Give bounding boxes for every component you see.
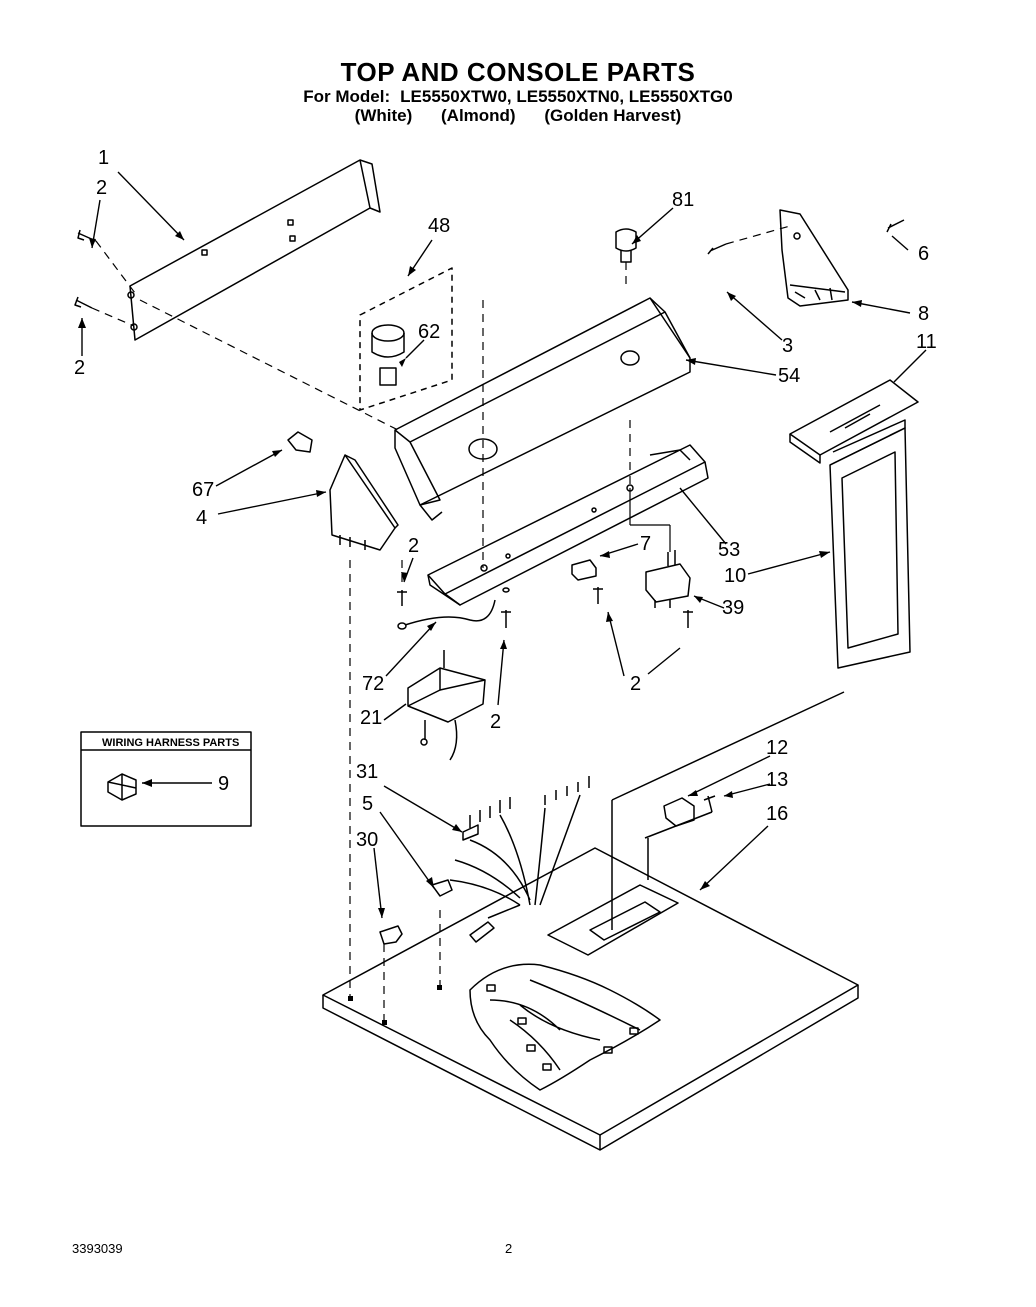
- screw-icon: [397, 587, 716, 813]
- callout-label: 21: [360, 707, 382, 729]
- callout-label: 2: [408, 535, 419, 557]
- knob-assembly-part: [359, 267, 453, 411]
- callout-label: 13: [766, 769, 788, 791]
- callout-label: 7: [640, 533, 651, 555]
- callout-label: 2: [96, 177, 107, 199]
- panel-holes: [348, 985, 442, 1025]
- screw-icon: [707, 219, 905, 255]
- callout-label: 3: [782, 335, 793, 357]
- model-label: For Model:: [303, 87, 391, 106]
- callout-label: 2: [490, 711, 501, 733]
- clip-part: [287, 431, 313, 453]
- console-end-frame-part: [829, 419, 911, 669]
- callout-label: 4: [196, 507, 207, 529]
- callout-label: 31: [356, 761, 378, 783]
- console-panel-part: [394, 297, 691, 521]
- callout-label: 53: [718, 539, 740, 561]
- rear-bracket-part: [127, 159, 381, 341]
- document-number: 3393039: [72, 1241, 123, 1256]
- callout-label: 16: [766, 803, 788, 825]
- control-switch-part: [645, 550, 691, 608]
- harness-connector-part: [431, 776, 590, 943]
- callout-label: 12: [766, 737, 788, 759]
- knob-cap-part: [615, 228, 637, 263]
- end-cap-bracket-part: [779, 209, 849, 307]
- model-numbers: LE5550XTW0, LE5550XTN0, LE5550XTG0: [400, 87, 733, 106]
- wire-part: [404, 599, 496, 626]
- callout-label: 81: [672, 189, 694, 211]
- leader-lines-solid: [629, 488, 671, 552]
- color-line: (White) (Almond) (Golden Harvest): [0, 106, 1036, 126]
- callout-label: 2: [74, 357, 85, 379]
- wiring-harness-inset-box: [80, 731, 252, 827]
- callout-label: 11: [916, 331, 937, 353]
- callout-label: 67: [192, 479, 214, 501]
- callout-arrows: [81, 171, 927, 919]
- timer-part: [407, 650, 486, 761]
- callout-label: 5: [362, 793, 373, 815]
- callout-label: 39: [722, 597, 744, 619]
- bracket-part: [663, 797, 695, 827]
- callout-label: 48: [428, 215, 450, 237]
- callout-label: 10: [724, 565, 746, 587]
- callout-label: 1: [98, 147, 109, 169]
- arrow-heads: [78, 231, 862, 918]
- callout-label: 2: [630, 673, 641, 695]
- color-golden-harvest: (Golden Harvest): [544, 106, 682, 125]
- callout-labels: 1 2 2 48 62 81 6 8 3 54 11 67 4 2 7 53 1…: [74, 147, 937, 851]
- page-number: 2: [505, 1241, 513, 1256]
- inset-callout-label: 9: [218, 773, 229, 795]
- color-white: (White): [354, 106, 413, 125]
- clamp-part: [379, 925, 403, 945]
- model-line: For Model: LE5550XTW0, LE5550XTN0, LE5550…: [0, 87, 1036, 107]
- inset-box-title: WIRING HARNESS PARTS: [102, 737, 239, 749]
- callout-label: 30: [356, 829, 378, 851]
- assembly-dashed-lines: [91, 225, 791, 1020]
- callout-label: 54: [778, 365, 800, 387]
- color-almond: (Almond): [441, 106, 516, 125]
- page-title: TOP AND CONSOLE PARTS: [340, 57, 696, 87]
- callout-label: 62: [418, 321, 440, 343]
- callout-label: 72: [362, 673, 384, 695]
- callout-label: 6: [918, 243, 929, 265]
- dryer-top-panel-part: [322, 691, 859, 1151]
- light-lens-part: [789, 379, 919, 464]
- screw-icon: [74, 229, 97, 309]
- callout-label: 8: [918, 303, 929, 325]
- switch-part: [571, 559, 597, 581]
- wiring-harness-part: [469, 963, 661, 1091]
- left-end-cap-part: [329, 454, 399, 551]
